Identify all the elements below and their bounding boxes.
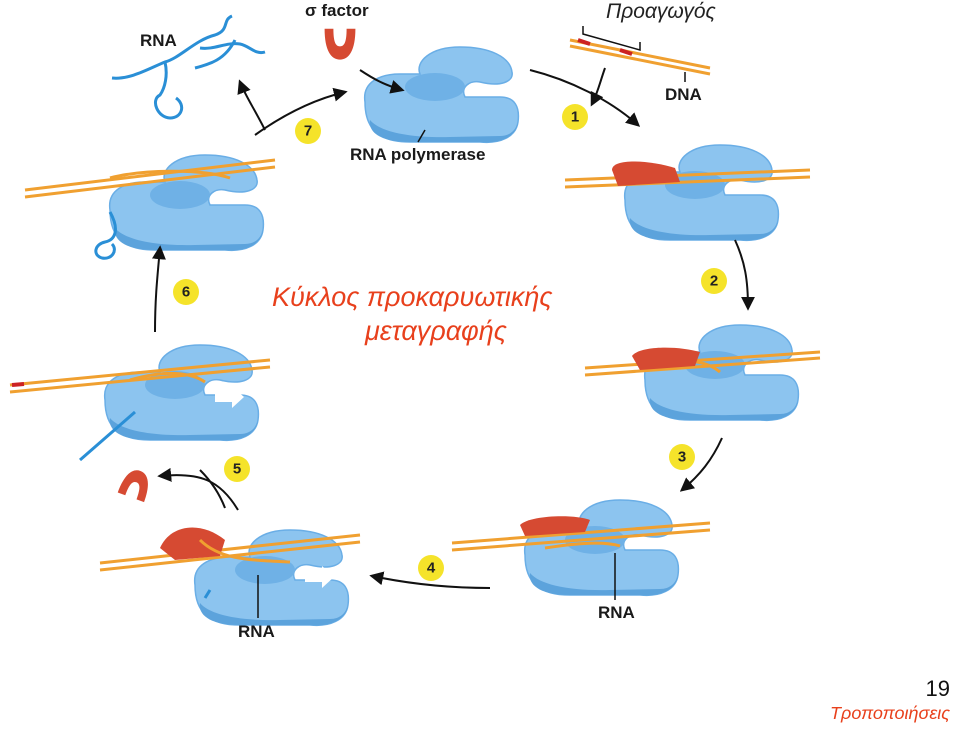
promoter-mark-35: [577, 38, 591, 46]
step-badge-7: 7: [295, 118, 321, 144]
svg-text:3: 3: [678, 449, 686, 466]
modifications-label: Τροποποιήσεις: [830, 703, 950, 723]
arrow-sigma-in: [359, 69, 405, 94]
svg-text:7: 7: [304, 123, 312, 140]
step-badge-1: 1: [562, 104, 588, 130]
rna-polymerase-label: RNA polymerase: [350, 145, 485, 164]
open-complex: [584, 324, 821, 422]
step-badge-6: 6: [173, 279, 199, 305]
dna-label: DNA: [665, 85, 702, 104]
rna-label-top: RNA: [140, 31, 177, 50]
free-polymerase: [363, 46, 520, 144]
promoter-mark-10: [619, 48, 633, 56]
sigma-factor-free: [324, 28, 356, 60]
arrow-step-7-left: [237, 79, 266, 131]
sigma-factor-released: [117, 466, 154, 503]
promoter-bracket: [582, 26, 641, 51]
svg-text:2: 2: [710, 273, 718, 290]
elongation-complex-sigma: [99, 527, 361, 627]
dna-strand-bottom: [569, 44, 711, 76]
diagram-title-line2: μεταγραφής: [364, 316, 508, 346]
svg-text:4: 4: [427, 560, 436, 577]
released-rna: [111, 14, 266, 120]
step-badge-2: 2: [701, 268, 727, 294]
arrow-step-7-right: [254, 87, 348, 136]
initiation-complex: [451, 499, 711, 600]
released-rna-tail: [194, 39, 237, 70]
arrow-step-5-stem: [199, 469, 226, 509]
rna-label-step4: RNA: [238, 622, 275, 641]
rna-label-step3: RNA: [598, 603, 635, 622]
arrow-step-3: [679, 437, 723, 492]
page-number: 19: [925, 676, 950, 701]
elongation-complex: [9, 344, 271, 462]
closed-complex: [564, 144, 811, 242]
step-badge-5: 5: [224, 456, 250, 482]
svg-text:6: 6: [182, 284, 190, 301]
svg-text:5: 5: [233, 461, 241, 478]
promoter-label: Προαγωγός: [606, 0, 717, 23]
arrow-step-6: [151, 245, 166, 333]
arrow-step-4: [369, 571, 491, 589]
termination-complex: [24, 154, 276, 260]
arrow-step-1: [529, 69, 641, 127]
dna-strand-top: [569, 38, 711, 70]
svg-text:1: 1: [571, 109, 579, 126]
sigma-factor-label: σ factor: [305, 1, 369, 20]
polymerase-leader: [417, 129, 426, 143]
step-badge-4: 4: [418, 555, 444, 581]
arrow-step-5-sigma: [157, 467, 239, 511]
step-badge-3: 3: [669, 444, 695, 470]
diagram-title-line1: Κύκλος προκαρυωτικής: [272, 282, 553, 312]
arrow-promoter-target: [590, 67, 606, 107]
arrow-step-2: [734, 239, 755, 311]
